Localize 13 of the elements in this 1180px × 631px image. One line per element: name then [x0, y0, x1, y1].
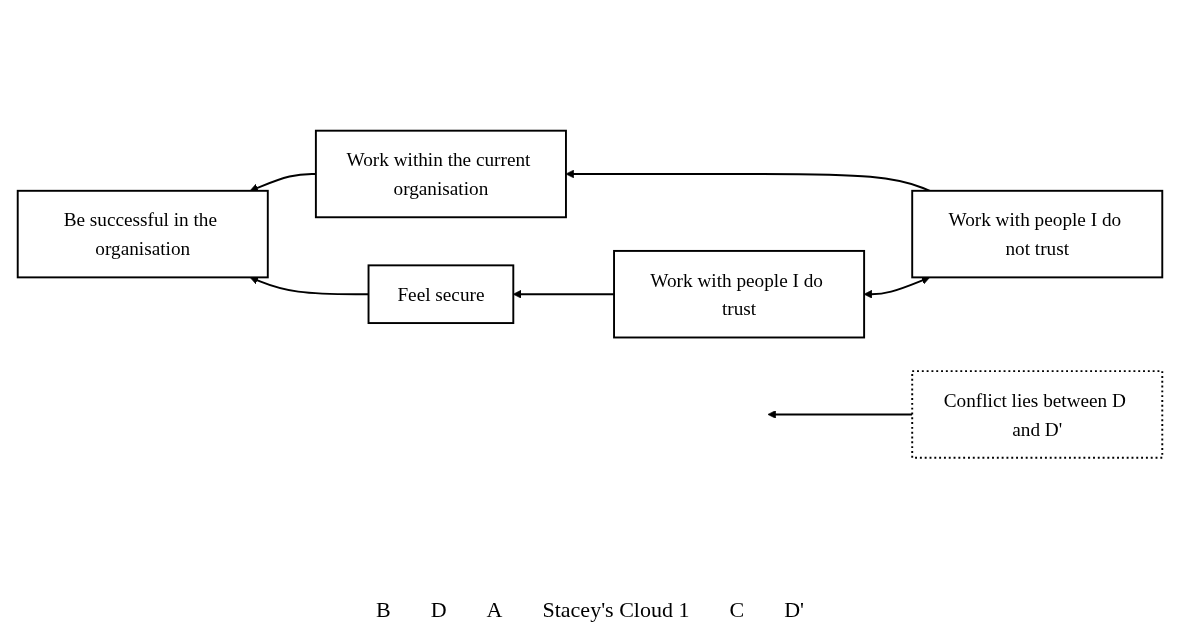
arrow [565, 170, 931, 193]
node-box: Work with people I do not trust [911, 190, 1164, 279]
node-box: Conflict lies between D and D' [911, 370, 1164, 459]
node-box: Work with people I do trust [613, 250, 866, 339]
node-box: Be successful in the organisation [16, 190, 269, 279]
node-box: Work within the current organisation [314, 130, 567, 219]
diagram-label: A [486, 597, 503, 623]
diagram-label: Stacey's Cloud 1 [542, 597, 690, 623]
diagram-label: B [376, 597, 391, 623]
diagram-label: D' [784, 597, 804, 623]
diagram-label: D [430, 597, 447, 623]
diagram-label: C [729, 597, 745, 623]
node-box: Feel secure [367, 264, 515, 325]
